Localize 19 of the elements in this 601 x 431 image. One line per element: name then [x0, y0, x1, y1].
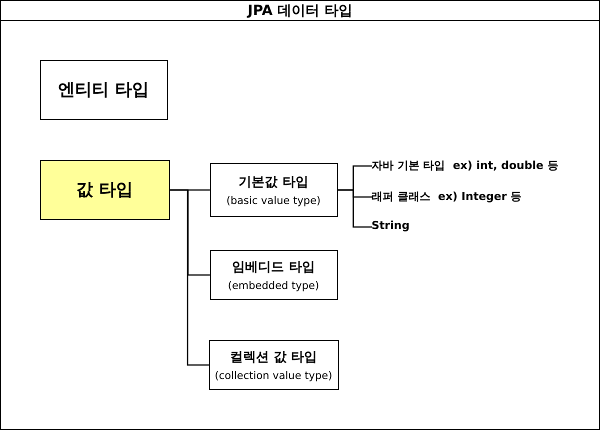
- type-name: 임베디드 타입: [232, 258, 315, 276]
- type-box: [210, 162, 338, 216]
- highlight-box: [40, 160, 170, 220]
- type-box: [210, 250, 338, 300]
- list-item-text: 자바 기본 타입 ex) int, double 등: [372, 158, 572, 174]
- type-subtitle: (collection value type): [214, 370, 332, 382]
- type-name: 컬렉션 값 타입: [230, 348, 318, 366]
- diagram-title: JPA 데이터 타입: [248, 2, 352, 20]
- type-subtitle: (embedded type): [228, 280, 320, 292]
- list-item-text: String: [372, 218, 572, 234]
- type-subtitle: (basic value type): [226, 194, 321, 206]
- connector-line: [338, 188, 372, 228]
- list-item-text: 래퍼 클래스 ex) Integer 등: [372, 188, 572, 204]
- entity-box: [40, 60, 168, 120]
- type-name: 기본값 타입: [238, 174, 308, 190]
- type-name: 엔티티 타입: [58, 79, 149, 101]
- connector-line: [170, 188, 208, 366]
- type-name: 값 타입: [76, 179, 133, 201]
- type-box: [208, 340, 338, 390]
